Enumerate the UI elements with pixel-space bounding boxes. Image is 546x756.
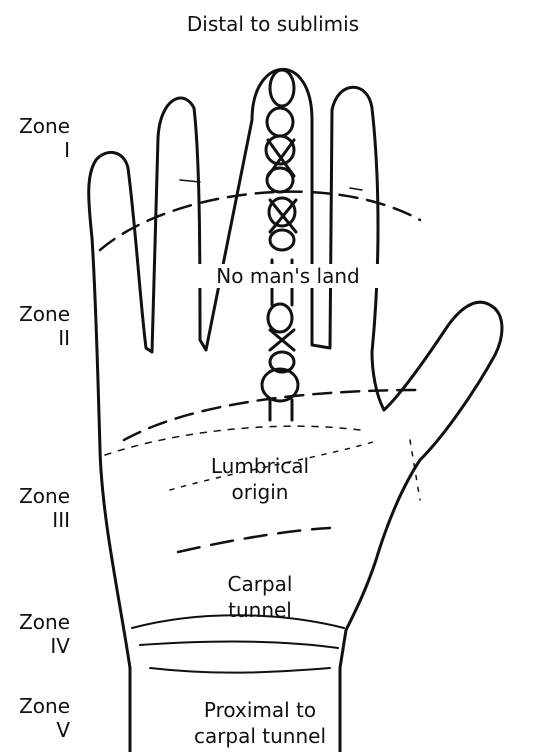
zone-1-name: Zone	[0, 114, 70, 138]
zone-5-numeral: V	[0, 718, 70, 742]
zone-boundary-3	[178, 528, 330, 552]
carpal-tunnel-label-line2: tunnel	[190, 598, 330, 622]
diagram-title: Distal to sublimis	[173, 12, 373, 36]
proximal-label-line1: Proximal to	[170, 698, 350, 722]
zone-2-label: Zone II	[0, 302, 70, 350]
lumbrical-label-line2: origin	[190, 480, 330, 504]
carpal-tunnel-label-line1: Carpal	[190, 572, 330, 596]
zone-4-label: Zone IV	[0, 610, 70, 658]
middle-finger-bones	[262, 70, 298, 420]
zone-4-numeral: IV	[0, 634, 70, 658]
zone-3-name: Zone	[0, 484, 70, 508]
wrist-crease-3	[150, 668, 330, 673]
zone-1-label: Zone I	[0, 114, 70, 162]
proximal-label-line2: carpal tunnel	[170, 724, 350, 748]
zone-3-numeral: III	[0, 508, 70, 532]
zone-3-label: Zone III	[0, 484, 70, 532]
zone-boundary-2	[124, 390, 420, 440]
zone-2-numeral: II	[0, 326, 70, 350]
no-mans-land-label: No man's land	[196, 264, 380, 288]
zone-2-name: Zone	[0, 302, 70, 326]
lumbrical-label-line1: Lumbrical	[190, 454, 330, 478]
zone-5-label: Zone V	[0, 694, 70, 742]
wrist-crease-2	[140, 642, 338, 648]
zone-4-name: Zone	[0, 610, 70, 634]
palm-crease-1	[105, 426, 360, 455]
zone-1-numeral: I	[0, 138, 70, 162]
zone-boundary-1	[100, 192, 420, 250]
zone-5-name: Zone	[0, 694, 70, 718]
